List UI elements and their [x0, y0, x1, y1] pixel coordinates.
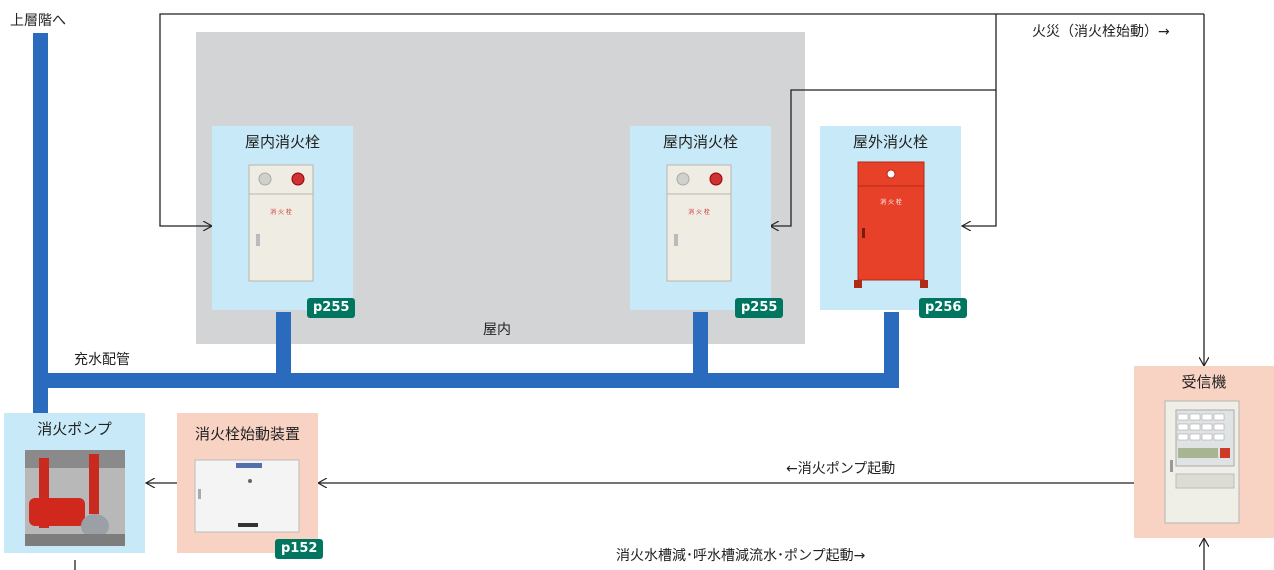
hydrant-starter-image	[194, 459, 300, 533]
signal-line-outdoor	[962, 90, 997, 226]
main-horizontal-pipe	[33, 373, 899, 388]
indoor-hydrant-box-2: 屋内消火栓 消 火 栓 p255	[630, 126, 784, 318]
outdoor-hydrant-cabinet-image: 消 火 栓	[854, 161, 928, 288]
outdoor-hydrant-branch-pipe	[884, 312, 899, 380]
indoor-hydrant-title-2: 屋内消火栓	[662, 133, 738, 151]
pump-start-label: ←消火ポンプ起動	[786, 461, 896, 477]
fire-pump-image	[25, 450, 125, 546]
hydrant-starter-title: 消火栓始動装置	[194, 425, 300, 443]
signal-line-hydrant-2	[770, 14, 997, 226]
outdoor-hydrant-box: 屋外消火栓 消 火 栓 p256	[820, 126, 968, 318]
signal-line-hydrant-1	[159, 13, 1204, 226]
fire-pump-title: 消火ポンプ	[37, 420, 112, 438]
indoor-hydrant-box-1: 屋内消火栓 消 火 栓 p255	[212, 126, 356, 318]
upper-floor-label: 上層階へ	[10, 13, 66, 29]
hydrant-door-text-2: 消 火 栓	[688, 208, 710, 216]
hydrant-1-branch-pipe	[276, 312, 291, 380]
page-badge-starter[interactable]: p152	[275, 539, 324, 559]
riser-pipe	[33, 33, 48, 415]
page-badge-hydrant-1[interactable]: p255	[307, 298, 356, 318]
indoor-hydrant-title-1: 屋内消火栓	[244, 133, 320, 151]
page-badge-outdoor-hydrant[interactable]: p256	[919, 298, 968, 318]
charged-pipe-label: 充水配管	[74, 352, 130, 368]
receiver-title: 受信機	[1181, 373, 1227, 391]
tank-signal-label: 消火水槽減･呼水槽減流水･ポンプ起動→	[616, 548, 866, 564]
receiver-panel-image	[1164, 400, 1240, 524]
fire-pump-box: 消火ポンプ	[4, 413, 145, 553]
hydrant-door-text-outdoor: 消 火 栓	[880, 198, 902, 206]
indoor-hydrant-cabinet-image-2: 消 火 栓	[666, 164, 732, 282]
indoor-hydrant-cabinet-image-1: 消 火 栓	[248, 164, 314, 282]
page-badge-hydrant-2[interactable]: p255	[735, 298, 784, 318]
hydrant-door-text-1: 消 火 栓	[270, 208, 292, 216]
fire-signal-label: 火災（消火栓始動）→	[1032, 24, 1170, 40]
receiver-box: 受信機	[1134, 366, 1274, 538]
outdoor-hydrant-title: 屋外消火栓	[852, 133, 928, 151]
hydrant-2-branch-pipe	[693, 312, 708, 380]
hydrant-starter-box: 消火栓始動装置 p152	[177, 413, 324, 559]
indoor-label: 屋内	[483, 322, 511, 338]
